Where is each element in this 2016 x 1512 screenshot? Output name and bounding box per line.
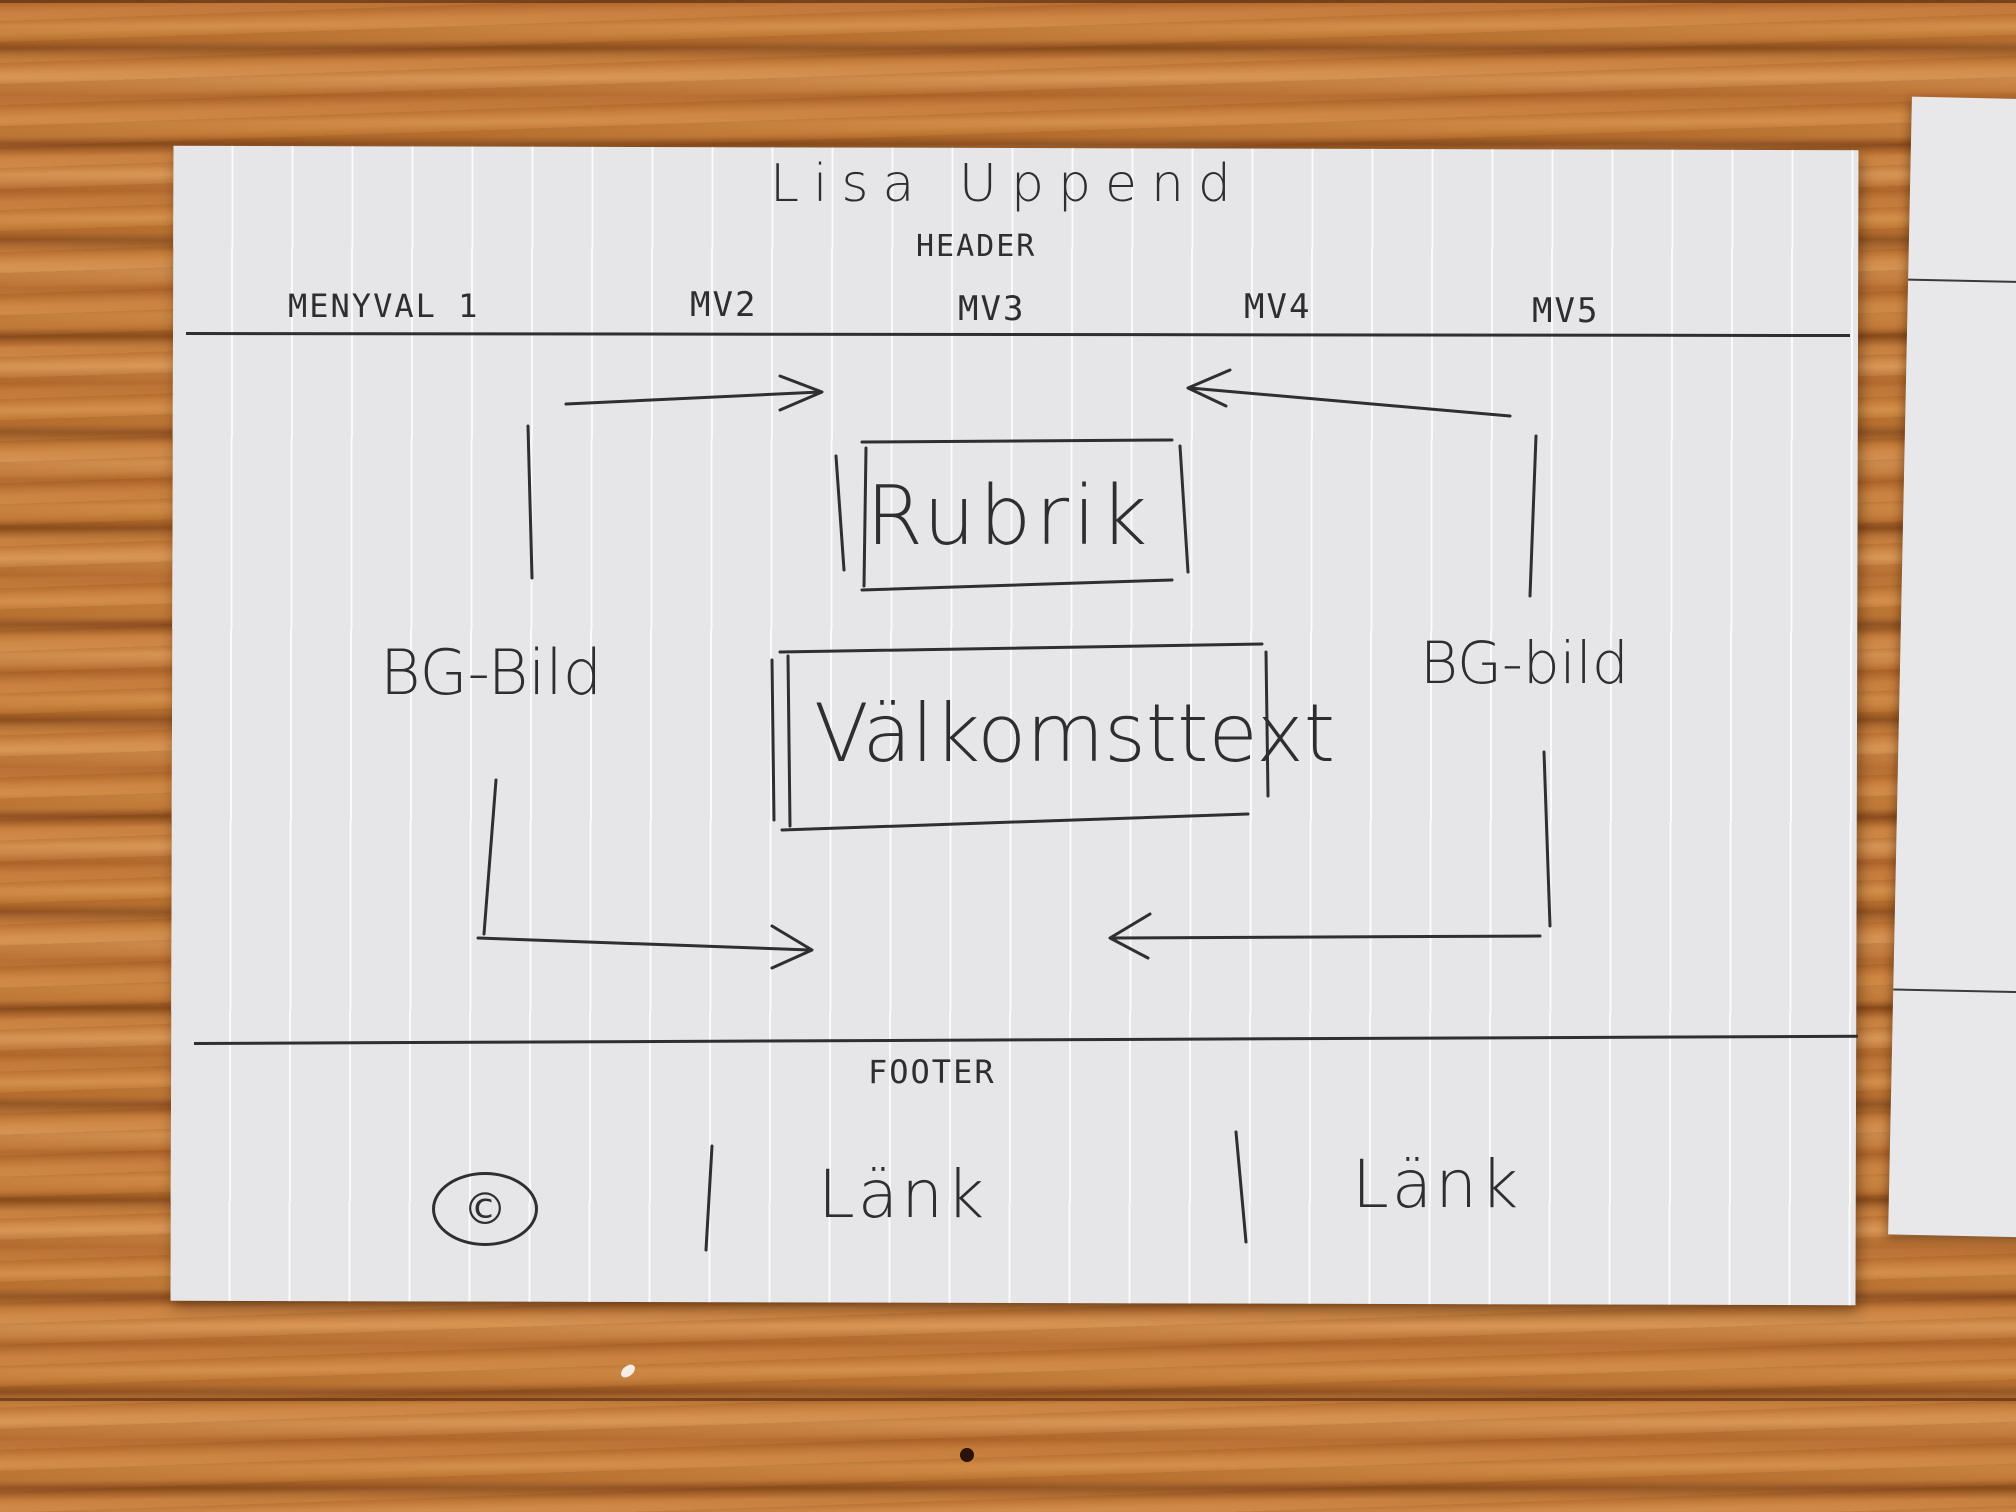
right-bottom-arrow-head xyxy=(1108,912,1152,960)
heading-box-right xyxy=(1178,444,1190,574)
footer-label: FOOTER xyxy=(868,1053,996,1091)
left-top-arrow-shaft xyxy=(564,390,822,406)
menu-item-3: MV3 xyxy=(958,289,1026,329)
footer-separator-2 xyxy=(1234,1130,1248,1244)
right-top-arrow-stem xyxy=(1528,434,1538,598)
welcome-box-right xyxy=(1264,650,1270,798)
heading-box-bottom xyxy=(860,578,1174,592)
welcome-box-left-inner xyxy=(786,654,792,828)
copyright-icon: © xyxy=(432,1172,538,1246)
footer-link-2: Länk xyxy=(1352,1146,1522,1223)
welcome-box-top xyxy=(778,642,1264,654)
header-label: HEADER xyxy=(916,229,1037,264)
background-image-left-label: BG-Bild xyxy=(380,636,603,709)
right-top-arrow-shaft xyxy=(1188,386,1512,418)
welcome-box-bottom xyxy=(780,812,1250,832)
background-image-right-label: BG-bild xyxy=(1420,629,1629,697)
footer-separator-1 xyxy=(704,1144,714,1252)
menu-item-2: MV2 xyxy=(690,285,758,325)
heading-box-top xyxy=(860,438,1174,444)
right-bottom-arrow-stem xyxy=(1542,750,1552,928)
heading-box-left-inner xyxy=(862,446,868,588)
table-board-seam xyxy=(0,1398,2016,1401)
welcome-box-left xyxy=(770,658,776,822)
left-bottom-arrow-stem xyxy=(482,778,498,936)
heading-box-left xyxy=(834,454,846,572)
left-top-arrow-head xyxy=(778,374,824,412)
menu-item-5: MV5 xyxy=(1532,291,1600,331)
menu-item-4: MV4 xyxy=(1244,287,1312,327)
menu-item-1: MENYVAL 1 xyxy=(288,287,480,325)
site-title: Lisa Uppend xyxy=(770,154,1245,214)
left-bottom-arrow-shaft xyxy=(476,936,812,952)
left-bottom-arrow-head xyxy=(770,924,814,970)
left-top-arrow-stem xyxy=(526,424,534,580)
heading-placeholder: Rubrik xyxy=(866,469,1152,564)
right-bottom-arrow-shaft xyxy=(1110,934,1542,940)
welcome-text-placeholder: Välkomsttext xyxy=(814,687,1336,780)
right-top-arrow-head xyxy=(1186,368,1232,408)
table-board-seam xyxy=(0,0,2016,3)
wood-knot xyxy=(960,1448,974,1462)
footer-link-1: Länk xyxy=(818,1156,988,1233)
